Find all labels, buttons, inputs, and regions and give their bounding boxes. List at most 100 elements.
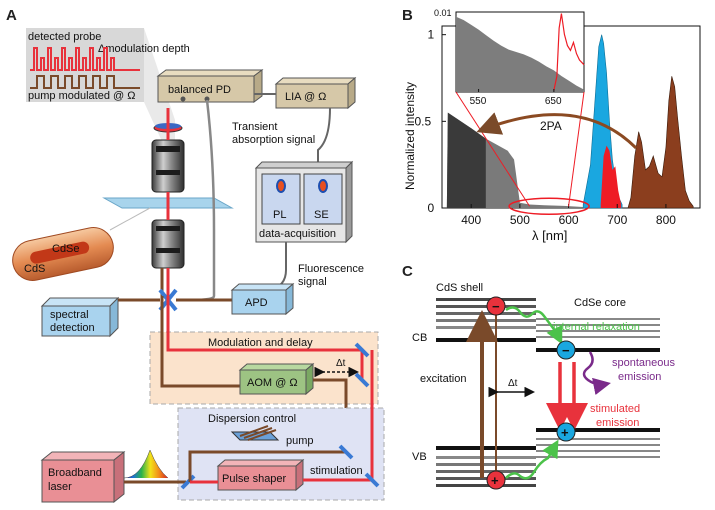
y-tick-label: 0 [428,201,435,215]
cds-label: CdS [24,263,45,275]
balanced-pd-top [156,69,264,77]
pl-area [582,34,623,209]
laser-top [40,451,126,461]
input-mirror [180,474,196,490]
lia-box [275,83,349,109]
pd-port-1 [180,96,186,102]
se-spot [318,179,328,193]
panel-a-letter: A [6,7,17,24]
core-cb-line [536,324,660,326]
core-cb-bands [536,318,660,352]
inset-x-tick-label: 550 [470,96,487,107]
excitation-label: excitation [420,373,466,385]
shell-hole-sign: + [491,473,499,488]
modulation-depth-label: Δmodulation depth [98,43,190,55]
core-cb-line [536,336,660,338]
shell-cb-line [436,319,536,322]
two-photon-label: 2PA [540,119,562,133]
core-hole-sign: + [561,425,569,440]
laser-label-2: laser [48,481,72,493]
shell-cb-line [436,305,536,308]
y-axis-label: Normalized intensity [403,82,417,190]
apd-label: APD [245,297,268,309]
core-vb-line [536,450,660,452]
pl-image [261,173,301,225]
x-tick-label: 600 [559,213,579,227]
laser-box [41,459,115,503]
zoom-connector-right [568,91,585,207]
balanced-pd: balanced PD [156,69,264,103]
panel-a: A detected probe Δmodulation depth pump … [6,7,385,504]
panel-c-letter: C [402,263,413,280]
grating-beams [239,425,277,441]
shell-electron-sign: − [492,299,500,314]
y-tick-label: 0.5 [415,114,432,128]
two-photon-arrow [476,112,638,150]
nanorod: CdSe CdS [12,207,151,281]
se-area [600,145,622,208]
cds-shell-label: CdS shell [436,282,483,294]
fluorescence-label-1: Fluorescence [298,263,364,275]
core-vb-edge [536,428,660,432]
dispersion-label: Dispersion control [208,413,296,425]
x-axis-label: λ [nm] [532,228,567,243]
core-vb-bands [536,428,660,458]
cdse-core-label: CdSe core [574,297,626,309]
modulation-delay-label: Modulation and delay [208,337,313,349]
shell-hole [486,470,506,490]
data-acquisition-label: data-acquisition [259,228,336,240]
microscope [102,108,234,296]
probe-path-upper [166,296,364,380]
internal-relaxation-arrow [505,306,563,345]
shell-cb-bands [436,298,536,342]
internal-relaxation-label: internal relaxation [553,321,640,333]
spectral-detection-box [41,305,111,337]
stimulation-label: stimulation [310,465,363,477]
shell-cb-line [436,326,536,329]
lia: LIA @ Ω [274,76,357,110]
stim-mirror [364,472,380,488]
spectral-detection-side [109,296,119,338]
nanorod-core [30,241,90,264]
core-vb-line [536,438,660,440]
core-hole [556,422,576,442]
x-tick-label: 700 [607,213,627,227]
delta-t-label: Δt [508,378,518,389]
lia-label: LIA @ Ω [285,91,326,103]
apd-side [285,282,294,316]
aom-label: AOM @ Ω [247,377,298,389]
apd: APD [230,282,295,316]
cb-label: CB [412,332,427,344]
pump-path-upper [160,296,240,388]
balanced-pd-label: balanced PD [168,84,231,96]
inset-absorption-area [456,16,584,92]
shell-vb-line [436,463,536,466]
core-electron [556,340,576,360]
shell-cb-line [436,298,536,301]
stimulated-label-1: stimulated [590,403,640,415]
inset-se-line [553,13,585,91]
shell-vb-bands [436,446,536,487]
objective-bottom-ring-2 [156,248,180,253]
core-cb-edge [536,348,660,352]
transient-label-2: absorption signal [232,134,315,146]
aom-box [239,369,307,395]
shell-electron [486,296,506,316]
shell-vb-line [436,477,536,480]
laser-spectrum [123,449,169,479]
shell-vb-line [436,484,536,487]
spontaneous-label-1: spontaneous [612,357,675,369]
lia-side [347,76,356,110]
spontaneous-emission-arrow [582,351,611,396]
core-cb-line [536,318,660,320]
shell-vb-line [436,470,536,473]
spectral-detection: spectral detection [40,296,120,338]
pump-modulated-label: pump modulated @ Ω [28,90,135,102]
aom-side [305,362,314,396]
balanced-pd-side [253,69,263,103]
shell-vb-edge [436,446,536,450]
cdse-label: CdSe [52,243,80,255]
shell-cb-edge [436,338,536,342]
